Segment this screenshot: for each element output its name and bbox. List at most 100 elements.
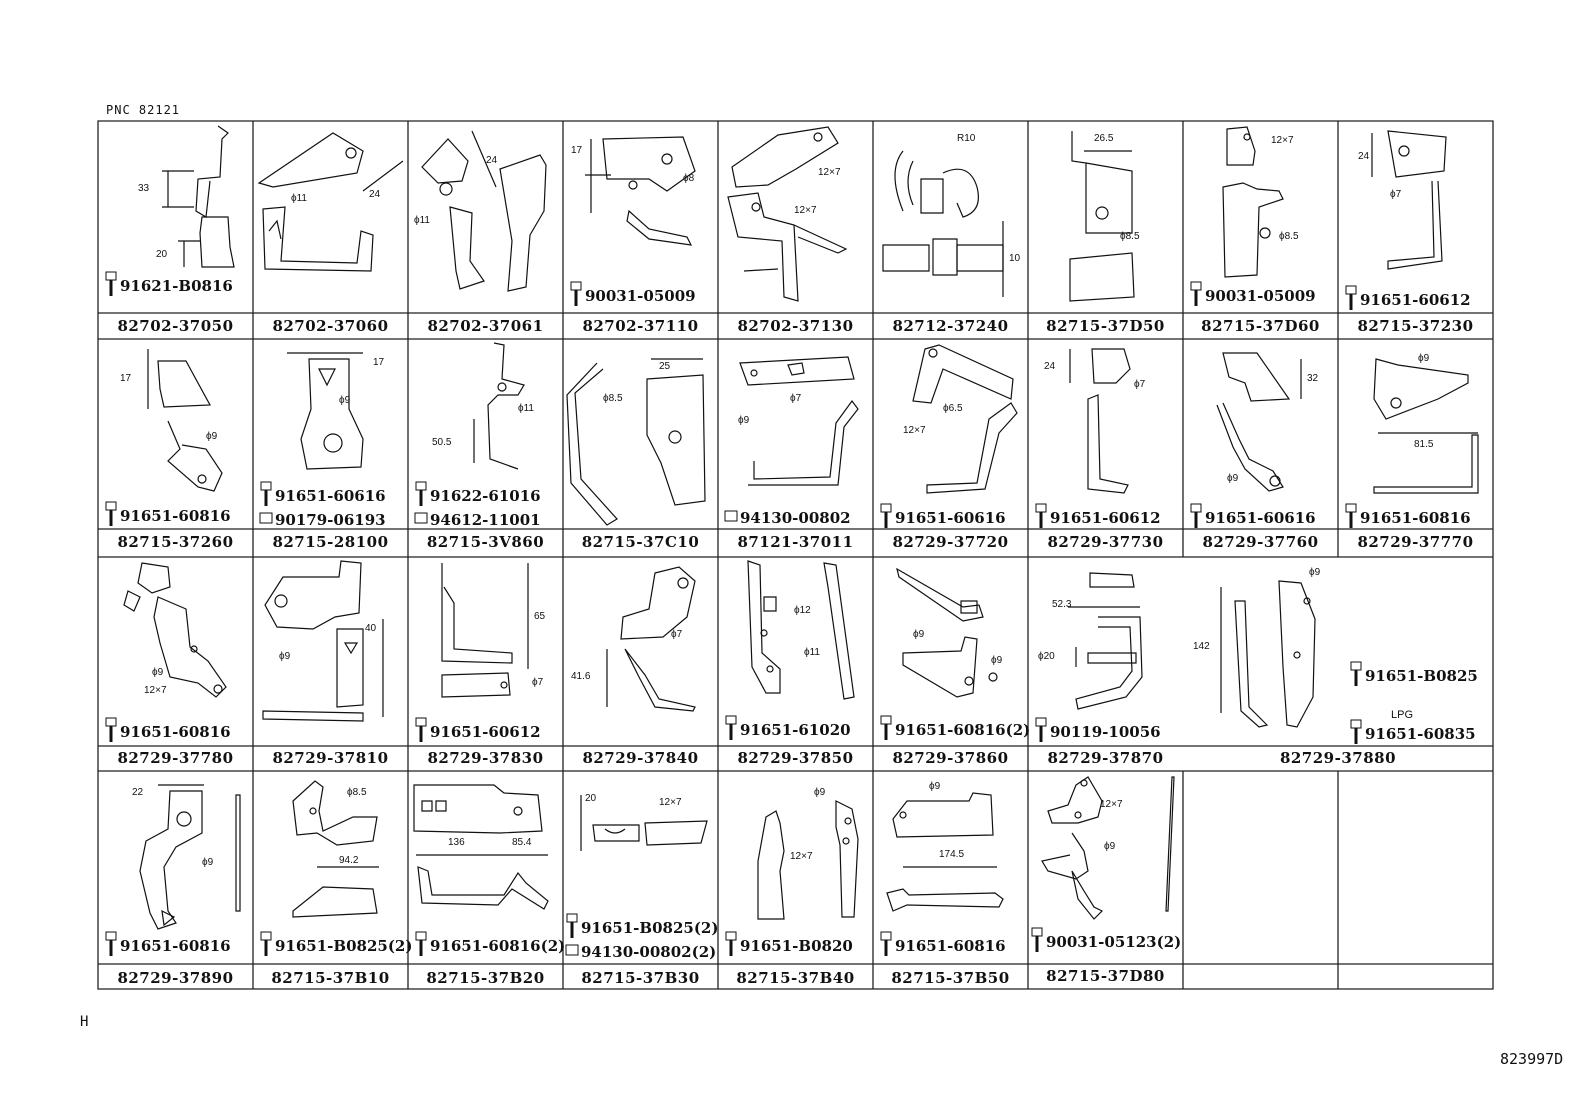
nut-icon (259, 505, 273, 531)
bolt-icon (879, 503, 893, 529)
bolt-callout: 91651-B0825 (1349, 661, 1478, 687)
part-cell: ϕ9 81.5 91651-60816 82729-37770 (1338, 339, 1493, 557)
bolt-icon (414, 481, 428, 507)
dimension-label: 24 (486, 155, 498, 166)
bolt-icon (104, 271, 118, 297)
part-number: 82715-37C10 (581, 533, 700, 551)
part-cell: 12×7 ϕ9 90031-05123(2) 82715-37D80 (1028, 771, 1183, 985)
pnc-label: PNC 82121 (106, 103, 181, 117)
bolt-callout: 91651-60816 (104, 717, 231, 743)
part-drawing (873, 121, 1028, 339)
bolt-callout: 91651-60612 (1034, 503, 1161, 529)
part-number: 82729-37810 (272, 749, 389, 767)
dimension-label: 12×7 (659, 797, 682, 808)
part-cell: 17 ϕ9 91651-60616 90179-06193 82715-2810… (253, 339, 408, 557)
empty-cell (1338, 771, 1493, 989)
part-drawing (408, 557, 563, 771)
part-number: 82702-37110 (582, 317, 699, 335)
bolt-callout: 91651-60816 (1344, 503, 1471, 529)
dimension-label: 17 (571, 145, 583, 156)
part-drawing (253, 339, 408, 557)
bolt-icon (414, 931, 428, 957)
dimension-label: ϕ7 (532, 677, 544, 688)
part-drawing (563, 557, 718, 771)
part-number: 82715-37B40 (736, 969, 855, 987)
dimension-label: 12×7 (794, 205, 817, 216)
dimension-label: ϕ6.5 (943, 403, 963, 414)
bolt-callout: 91651-60816 (879, 931, 1006, 957)
part-cell: 25 ϕ8.5 82715-37C10 (563, 339, 718, 557)
dimension-label: 40 (365, 623, 377, 634)
dimension-label: ϕ9 (929, 781, 941, 792)
part-drawing (718, 557, 873, 771)
dimension-label: 65 (534, 611, 546, 622)
bolt-icon (1344, 285, 1358, 311)
part-number: 82729-37720 (892, 533, 1009, 551)
bolt-callout: 91651-60816 (104, 501, 231, 527)
dimension-label: 17 (373, 357, 385, 368)
bolt-callout: 94612-11001 (414, 505, 541, 531)
bolt-callout: 91651-60835 (1349, 719, 1476, 745)
bolt-callout: 91651-60816 (104, 931, 231, 957)
bolt-icon (879, 715, 893, 741)
bolt-icon (565, 913, 579, 939)
dimension-label: ϕ8.5 (347, 787, 367, 798)
dimension-label: ϕ11 (291, 193, 307, 204)
dimension-label: 12×7 (144, 685, 167, 696)
part-cell: ϕ9 174.5 91651-60816 82715-37B50 (873, 771, 1028, 989)
bolt-callout: 90119-10056 (1034, 717, 1161, 743)
dimension-label: ϕ12 (794, 605, 811, 616)
bolt-callout: 91651-60816(2) (879, 715, 1030, 741)
part-drawing (408, 771, 563, 989)
part-number: 82715-37260 (117, 533, 234, 551)
dimension-label: ϕ9 (814, 787, 826, 798)
dimension-label: ϕ8.5 (1120, 231, 1140, 242)
bolt-callout: 94130-00802 (724, 503, 851, 529)
dimension-label: 12×7 (903, 425, 926, 436)
dimension-label: ϕ7 (790, 393, 802, 404)
part-number: 82729-37870 (1047, 749, 1164, 767)
part-cell: 17 ϕ8 90031-05009 82702-37110 (563, 121, 718, 339)
part-cell: ϕ12 ϕ11 91651-61020 82729-37850 (718, 557, 873, 771)
part-cell: ϕ7 41.6 82729-37840 (563, 557, 718, 771)
part-cell: 24 ϕ7 91651-60612 82729-37730 (1028, 339, 1183, 557)
part-number: 82715-37D60 (1201, 317, 1320, 335)
bolt-icon (1344, 503, 1358, 529)
lpg-note: LPG (1391, 709, 1414, 721)
part-number: 82729-37760 (1202, 533, 1319, 551)
part-number: 82702-37060 (272, 317, 389, 335)
part-number: 82715-37D80 (1046, 967, 1165, 985)
part-number: 82729-37840 (582, 749, 699, 767)
bolt-icon (104, 717, 118, 743)
part-number: 82715-37D50 (1046, 317, 1165, 335)
bolt-callout: 91651-61020 (724, 715, 851, 741)
part-cell: 24 ϕ11 82702-37061 (408, 121, 563, 339)
bolt-callout: 90031-05009 (569, 281, 696, 307)
part-number: 82729-37860 (892, 749, 1009, 767)
bolt-icon (1349, 661, 1363, 687)
bolt-icon (1034, 717, 1048, 743)
nut-icon (724, 503, 738, 529)
dimension-label: ϕ8.5 (603, 393, 623, 404)
bolt-icon (414, 717, 428, 743)
bolt-callout: 91651-60616 (259, 481, 386, 507)
part-number: 82702-37130 (737, 317, 854, 335)
part-number: 82715-37B50 (891, 969, 1010, 987)
bolt-icon (724, 931, 738, 957)
part-drawing (563, 339, 718, 557)
bolt-callout: 91651-60612 (414, 717, 541, 743)
part-drawing (563, 771, 718, 989)
bolt-callout: 91651-60616 (1189, 503, 1316, 529)
dimension-label: 10 (1009, 253, 1021, 264)
part-cell: 24 ϕ7 91651-60612 82715-37230 (1338, 121, 1493, 339)
dimension-label: ϕ9 (1309, 567, 1321, 578)
part-drawing (98, 557, 253, 771)
part-cell: ϕ11 24 82702-37060 (253, 121, 408, 339)
washer-icon (414, 505, 428, 531)
part-drawing (98, 121, 253, 339)
bolt-icon (1030, 927, 1044, 953)
dimension-label: ϕ9 (202, 857, 214, 868)
part-cell: ϕ9 12×7 91651-60816 82729-37780 (98, 557, 253, 771)
dimension-label: ϕ9 (152, 667, 164, 678)
dimension-label: 33 (138, 183, 150, 194)
